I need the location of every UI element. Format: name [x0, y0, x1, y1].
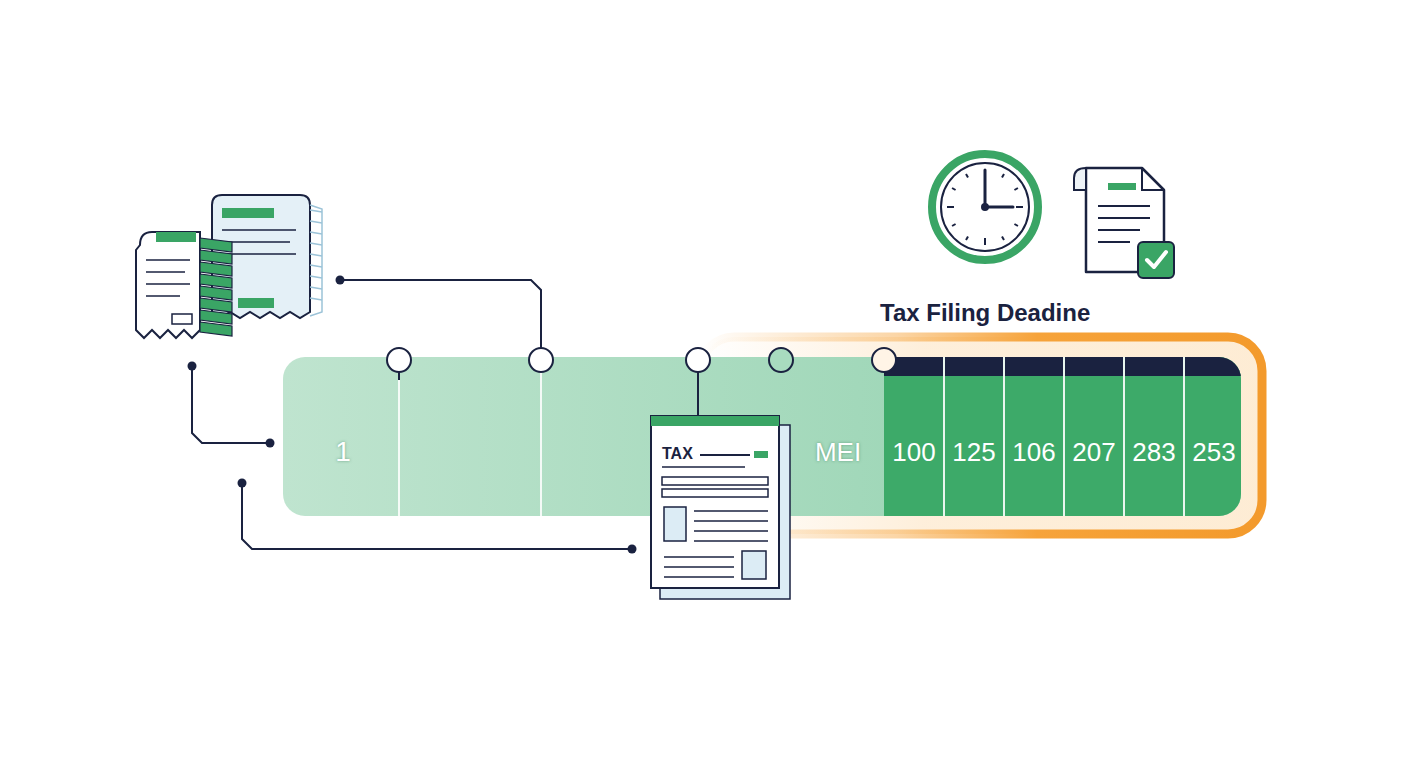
deadline-cell: 106 — [1004, 376, 1064, 516]
leader-wire — [242, 483, 632, 549]
band-label: MEI — [815, 438, 861, 467]
cell-value: 125 — [952, 438, 995, 467]
deadline-cell: 100 — [884, 376, 944, 516]
leader-wire — [340, 280, 541, 348]
leader-wire — [192, 366, 270, 443]
document-check-icon — [1074, 168, 1174, 278]
milestone-circle — [529, 348, 553, 372]
deadline-cell: 125 — [944, 376, 1004, 516]
cell-value: 100 — [892, 438, 935, 467]
wire-dot — [628, 545, 637, 554]
deadline-cell: 283 — [1124, 376, 1184, 516]
wire-dot — [188, 362, 197, 371]
cell-value: 106 — [1012, 438, 1055, 467]
clock-icon — [932, 154, 1038, 260]
leader-wire — [697, 372, 699, 415]
deadline-cell: 207 — [1064, 376, 1124, 516]
wire-dot — [266, 439, 275, 448]
form-heading: TAX — [662, 445, 693, 463]
deadline-label: Tax Filing Deadine — [880, 300, 1090, 326]
milestone-circle — [769, 348, 793, 372]
cell-value: 283 — [1132, 438, 1175, 467]
form-shape — [650, 415, 792, 601]
milestone-circle — [387, 348, 411, 372]
wire-dot — [238, 479, 247, 488]
cell-value: 207 — [1072, 438, 1115, 467]
wire-dot — [336, 276, 345, 285]
cell-value: 253 — [1192, 438, 1235, 467]
deadline-cell: 253 — [1184, 376, 1241, 516]
milestone-circle — [686, 348, 710, 372]
leader-wire — [398, 372, 400, 380]
milestone-circle — [872, 348, 896, 372]
band-label: 1 — [335, 437, 351, 468]
tax-form: TAX — [650, 415, 792, 601]
receipts-illustration — [136, 195, 322, 338]
